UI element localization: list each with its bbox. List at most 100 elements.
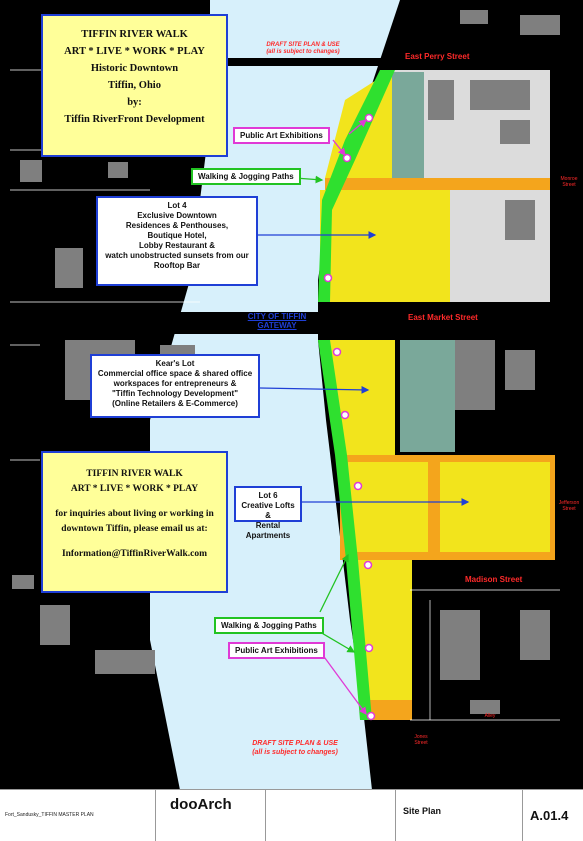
lot6-yellow-west xyxy=(348,462,428,552)
building xyxy=(455,340,495,410)
lot4-line: Rooftop Bar xyxy=(153,261,201,270)
lot4-line: Boutique Hotel, xyxy=(147,231,207,240)
draft-top-line2: (all is subject to changes) xyxy=(266,49,340,55)
alley-top xyxy=(325,178,550,190)
label-public-art-top: Public Art Exhibitions xyxy=(233,127,330,144)
arrow-art-top xyxy=(348,119,368,135)
teal-building-north xyxy=(392,72,424,182)
title-block-divider xyxy=(395,790,396,841)
building xyxy=(440,610,480,680)
perry-street-band xyxy=(0,58,583,66)
intro-line4: Tiffin, Ohio xyxy=(108,80,161,91)
lot6-yellow-east xyxy=(440,462,550,552)
lot4-title: Lot 4 xyxy=(167,201,187,210)
arrow-walk-bot2 xyxy=(319,631,356,653)
label-jefferson-street: Jefferson Street xyxy=(556,500,582,512)
kears-line: workspaces for entrepreneurs & xyxy=(113,379,237,388)
kears-line: Commercial office space & shared office xyxy=(97,369,253,378)
art-point xyxy=(332,347,342,357)
lot6-line: Rental Apartments xyxy=(245,521,291,540)
arrow-art-top2 xyxy=(332,139,346,157)
intro-line5: by: xyxy=(127,97,142,108)
label-public-art-bottom: Public Art Exhibitions xyxy=(228,642,325,659)
title-block: Fort_Sandusky_TIFFIN MASTER PLAN dooArch… xyxy=(0,789,583,841)
teal-building-kear xyxy=(400,340,455,452)
lot4-yellow xyxy=(320,190,450,302)
title-block-project: Fort_Sandusky_TIFFIN MASTER PLAN xyxy=(5,812,94,818)
building xyxy=(470,80,530,110)
art-point xyxy=(340,410,350,420)
intro-line2: ART * LIVE * WORK * PLAY xyxy=(64,46,205,57)
draft-top-line1: DRAFT SITE PLAN & USE xyxy=(266,42,340,48)
art-point xyxy=(364,643,374,653)
title-block-company: dooArch xyxy=(170,796,232,813)
lot6-title: Lot 6 xyxy=(258,491,278,500)
contact-line2: ART * LIVE * WORK * PLAY xyxy=(70,484,199,494)
side-label-text: Street xyxy=(562,506,576,512)
label-alley: Alley xyxy=(484,713,496,719)
city-gateway-label: CITY OF TIFFIN GATEWAY xyxy=(232,312,322,330)
gateway-line1: CITY OF TIFFIN xyxy=(247,312,307,321)
draft-bottom-line2: (all is subject to changes) xyxy=(252,749,338,756)
building xyxy=(520,610,550,660)
side-label-text: Street xyxy=(414,740,428,746)
contact-callout: TIFFIN RIVER WALK ART * LIVE * WORK * PL… xyxy=(41,451,228,593)
gateway-line2: GATEWAY xyxy=(257,321,297,330)
lot4-line: Residences & Penthouses, xyxy=(125,221,229,230)
street-east-perry: East Perry Street xyxy=(405,52,470,61)
walking-path-south xyxy=(318,340,372,720)
building xyxy=(500,120,530,144)
intro-line1: TIFFIN RIVER WALK xyxy=(81,29,188,40)
label-walking-bottom: Walking & Jogging Paths xyxy=(214,617,324,634)
building xyxy=(95,650,155,674)
kears-line: (Online Retailers & E-Commerce) xyxy=(112,399,238,408)
lot4-line: watch unobstructed sunsets from our xyxy=(105,251,249,260)
building xyxy=(40,605,70,645)
title-block-divider xyxy=(155,790,156,841)
draft-note-top: DRAFT SITE PLAN & USE (all is subject to… xyxy=(248,42,358,56)
lot4-line: Lobby Restaurant & xyxy=(138,241,215,250)
arrow-walk-bot1 xyxy=(319,553,349,613)
intro-callout: TIFFIN RIVER WALK ART * LIVE * WORK * PL… xyxy=(41,14,228,157)
lot6-line: Creative Lofts & xyxy=(241,501,295,520)
side-label-text: Monroe xyxy=(560,176,578,182)
contact-email[interactable]: Information@TiffinRiverWalk.com xyxy=(61,549,208,559)
lot6-callout: Lot 6 Creative Lofts & Rental Apartments xyxy=(234,486,302,540)
label-walking-top: Walking & Jogging Paths xyxy=(191,168,301,185)
title-block-sheet-number: A.01.4 xyxy=(530,808,569,823)
building xyxy=(12,575,34,589)
building xyxy=(520,15,560,35)
kears-line: "Tiffin Technology Development" xyxy=(112,389,238,398)
label-jones-street: Jones Street xyxy=(410,734,432,746)
building xyxy=(505,350,535,390)
side-label-text: Jones xyxy=(414,734,428,740)
side-label-text: Jefferson xyxy=(558,500,580,506)
kears-lot-callout: Kear's Lot Commercial office space & sha… xyxy=(90,354,260,418)
side-label-text: Street xyxy=(562,182,576,188)
building xyxy=(505,200,535,240)
kears-lot-yellow xyxy=(326,340,395,455)
label-monroe-street: Monroe Street xyxy=(556,176,582,188)
title-block-sheet-title: Site Plan xyxy=(403,806,442,816)
market-street-band xyxy=(0,312,583,334)
building xyxy=(470,700,500,714)
contact-line1: TIFFIN RIVER WALK xyxy=(86,469,183,479)
contact-line3: for inquiries about living or working in xyxy=(55,509,214,519)
art-point xyxy=(342,153,352,163)
building xyxy=(428,80,454,120)
art-point xyxy=(353,481,363,491)
intro-line3: Historic Downtown xyxy=(90,63,179,74)
lot4-callout: Lot 4 Exclusive Downtown Residences & Pe… xyxy=(96,196,258,286)
art-point xyxy=(364,113,374,123)
building xyxy=(460,10,488,24)
art-point xyxy=(323,273,333,283)
street-madison: Madison Street xyxy=(465,575,523,584)
title-block-divider xyxy=(265,790,266,841)
draft-note-bottom: DRAFT SITE PLAN & USE (all is subject to… xyxy=(240,739,350,757)
arrow-art-bot xyxy=(321,653,367,716)
arrow-kear xyxy=(259,385,370,394)
art-point xyxy=(363,560,373,570)
title-block-divider xyxy=(522,790,523,841)
building xyxy=(108,162,128,178)
building xyxy=(20,160,42,182)
